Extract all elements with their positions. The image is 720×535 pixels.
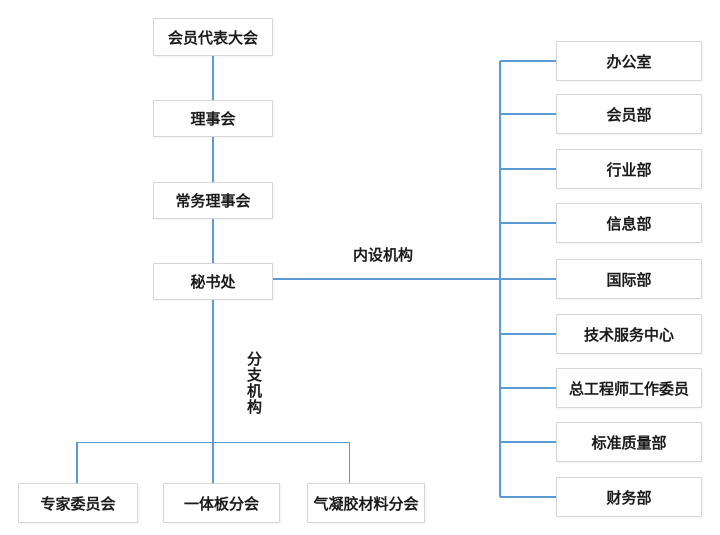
node-finance-dept: 财务部 xyxy=(556,477,702,517)
node-council: 理事会 xyxy=(153,100,273,137)
connector-office xyxy=(500,60,556,62)
connector-chief-engineer-committee xyxy=(500,387,556,389)
connector-expert-committee xyxy=(76,442,78,484)
internal-group-label: 内设机构 xyxy=(353,247,414,264)
node-international-dept: 国际部 xyxy=(556,259,702,299)
node-integrated-panel-branch: 一体板分会 xyxy=(163,483,280,523)
node-secretariat: 秘书处 xyxy=(153,263,273,300)
connector-membership-dept xyxy=(500,113,556,115)
node-membership-dept: 会员部 xyxy=(556,94,702,134)
connector-industry-dept xyxy=(500,168,556,170)
connector-council-standing xyxy=(212,137,214,182)
branch-distribution-line xyxy=(76,442,351,444)
internal-trunk-line xyxy=(499,61,501,497)
node-information-dept: 信息部 xyxy=(556,203,702,243)
node-member-congress: 会员代表大会 xyxy=(153,18,273,56)
connector-secretariat-branches xyxy=(212,300,214,484)
node-expert-committee: 专家委员会 xyxy=(18,483,138,523)
node-standing-council: 常务理事会 xyxy=(153,182,273,219)
connector-standards-quality-dept xyxy=(500,441,556,443)
connector-standing-secretariat xyxy=(212,219,214,263)
connector-congress-council xyxy=(212,56,214,100)
connector-tech-service-center xyxy=(500,333,556,335)
node-chief-engineer-committee: 总工程师工作委员 xyxy=(556,368,702,408)
node-office: 办公室 xyxy=(556,41,702,81)
node-aerogel-branch: 气凝胶材料分会 xyxy=(307,483,425,523)
connector-finance-dept xyxy=(500,496,556,498)
connector-information-dept xyxy=(500,222,556,224)
node-tech-service-center: 技术服务中心 xyxy=(556,314,702,354)
node-standards-quality-dept: 标准质量部 xyxy=(556,422,702,462)
node-industry-dept: 行业部 xyxy=(556,149,702,189)
connector-aerogel-branch xyxy=(348,442,350,484)
connector-international-dept xyxy=(500,278,556,280)
branch-group-label: 分支机构 xyxy=(245,351,262,415)
connector-secretariat-internal xyxy=(273,278,500,280)
